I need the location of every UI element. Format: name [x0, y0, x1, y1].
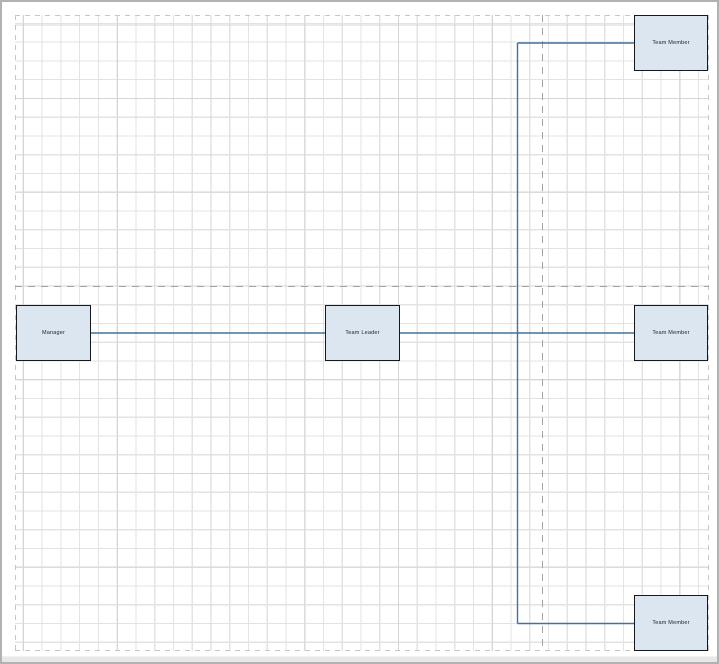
node-label: Team Leader	[345, 329, 380, 336]
node-team-member-1[interactable]: Team Member	[634, 15, 708, 71]
page-boundary-left	[15, 15, 16, 651]
page-break-line-horizontal	[15, 286, 709, 287]
node-label: Team Member	[652, 619, 690, 626]
node-manager[interactable]: Manager	[16, 305, 91, 361]
node-label: Manager	[41, 329, 66, 336]
canvas-bottom-margin	[2, 656, 717, 662]
node-team-leader[interactable]: Team Leader	[325, 305, 400, 361]
page-boundary-top	[15, 15, 709, 16]
node-team-member-3[interactable]: Team Member	[634, 595, 708, 651]
page-boundary-right	[708, 15, 709, 651]
node-team-member-2[interactable]: Team Member	[634, 305, 708, 361]
node-label: Team Member	[652, 39, 690, 46]
node-label: Team Member	[652, 329, 690, 336]
page-boundary-bottom	[15, 650, 709, 651]
